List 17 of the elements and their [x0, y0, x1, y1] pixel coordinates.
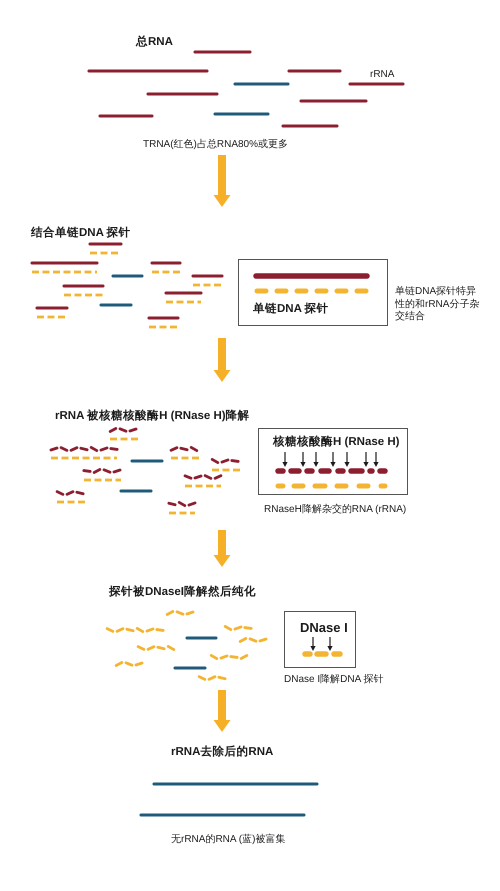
inset-panel [284, 611, 356, 668]
strand-label: rRNA [370, 69, 394, 81]
inset-note: DNase I降解DNA 探针 [284, 674, 384, 686]
step-caption: TRNA(红色)占总RNA80%或更多 [143, 139, 288, 151]
step-caption: 无rRNA的RNA (蓝)被富集 [171, 834, 286, 846]
inset-note: RNaseH降解杂交的RNA (rRNA) [264, 504, 406, 516]
inset-note: 单链DNA探针特异性的和rRNA分子杂交结合 [395, 286, 480, 324]
step-heading: rRNA去除后的RNA [171, 746, 274, 760]
inset-panel [258, 428, 408, 495]
step-heading: 结合单链DNA 探针 [31, 227, 131, 241]
inset-title: 单链DNA 探针 [253, 303, 329, 317]
step-heading: 探针被DNaseI降解然后纯化 [109, 586, 256, 600]
step-heading: rRNA 被核糖核酸酶H (RNase H)降解 [55, 410, 250, 424]
inset-title: DNase I [300, 620, 348, 636]
inset-panel [238, 259, 388, 326]
inset-title: 核糖核酸酶H (RNase H) [273, 436, 400, 450]
step-heading: 总RNA [136, 36, 173, 50]
